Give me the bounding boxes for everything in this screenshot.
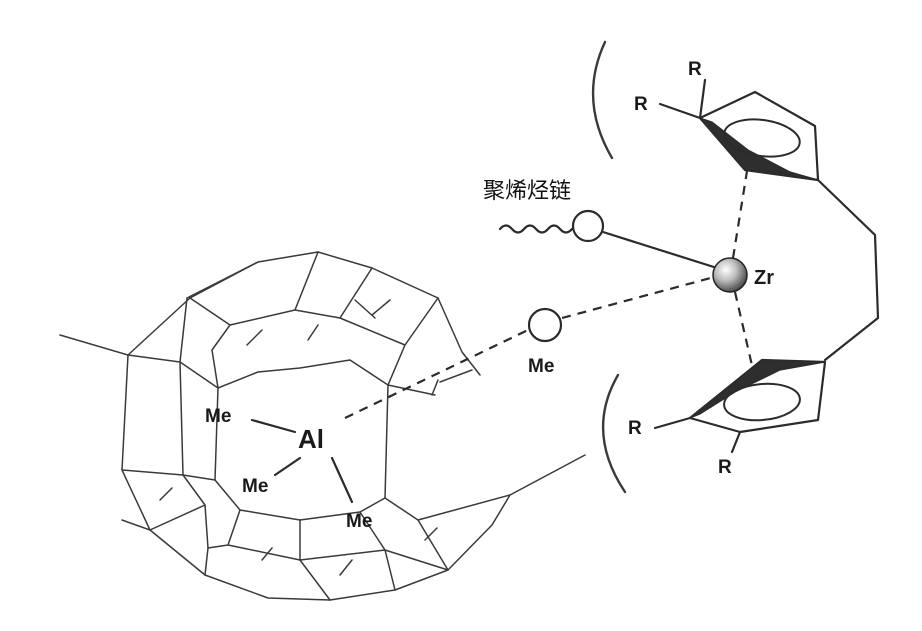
cage-left-edges	[59, 297, 209, 576]
bridging-me: Me	[344, 274, 719, 419]
top-r-label-2: R	[634, 94, 648, 115]
cage-inner-window	[214, 359, 389, 521]
chain-zr-bond	[601, 230, 719, 270]
top-cp-aromatic-ring	[723, 118, 801, 158]
polymer-chain: 聚烯烃链	[483, 179, 719, 270]
zr-atom	[712, 257, 748, 293]
al-me-label-1: Me	[205, 406, 231, 427]
bottom-bracket	[601, 373, 627, 494]
cage-outer-hull	[121, 251, 511, 601]
cage-lower-frame	[182, 454, 586, 601]
top-r-bond-2	[658, 102, 702, 120]
al-label: Al	[298, 424, 324, 454]
top-cp-wedge	[698, 116, 819, 181]
cage-internal-ticks	[159, 299, 473, 576]
al-me-label-2: Me	[242, 476, 268, 497]
me-zr-dashed-bond	[561, 274, 719, 320]
bridging-me-label: Me	[528, 356, 554, 377]
zr-bottom-cp-dashed-bond	[733, 291, 762, 401]
bottom-cp-aromatic-ring	[723, 382, 801, 422]
cage-upper-frame	[179, 251, 439, 396]
al-me-label-3: Me	[346, 511, 372, 532]
bottom-cp-wedge	[689, 359, 826, 419]
top-r-label-1: R	[688, 59, 702, 80]
zr-label: Zr	[754, 267, 774, 289]
al-me-bond-2	[273, 456, 302, 477]
top-cp-ring: R R	[591, 40, 820, 182]
polymer-chain-squiggle	[498, 224, 574, 234]
polymer-chain-label: 聚烯烃链	[483, 179, 571, 204]
bottom-r-label-2: R	[718, 457, 732, 478]
bridging-me-atom	[527, 307, 563, 343]
al-center: Al Me Me Me	[205, 406, 372, 532]
al-me-bond-3	[330, 456, 354, 504]
bottom-r-label-1: R	[628, 418, 642, 439]
bottom-r-bond-1	[653, 416, 692, 430]
mao-cage	[59, 251, 586, 601]
al-me-bond-1	[250, 418, 297, 434]
top-r-bond-1	[698, 78, 707, 120]
bottom-cp-ring: R R	[601, 358, 827, 494]
top-bracket	[591, 40, 614, 160]
al-me-dashed-bond	[344, 329, 529, 419]
bottom-r-bond-2	[730, 430, 742, 454]
chain-end-atom	[571, 209, 605, 243]
ansa-bridge	[816, 178, 880, 362]
